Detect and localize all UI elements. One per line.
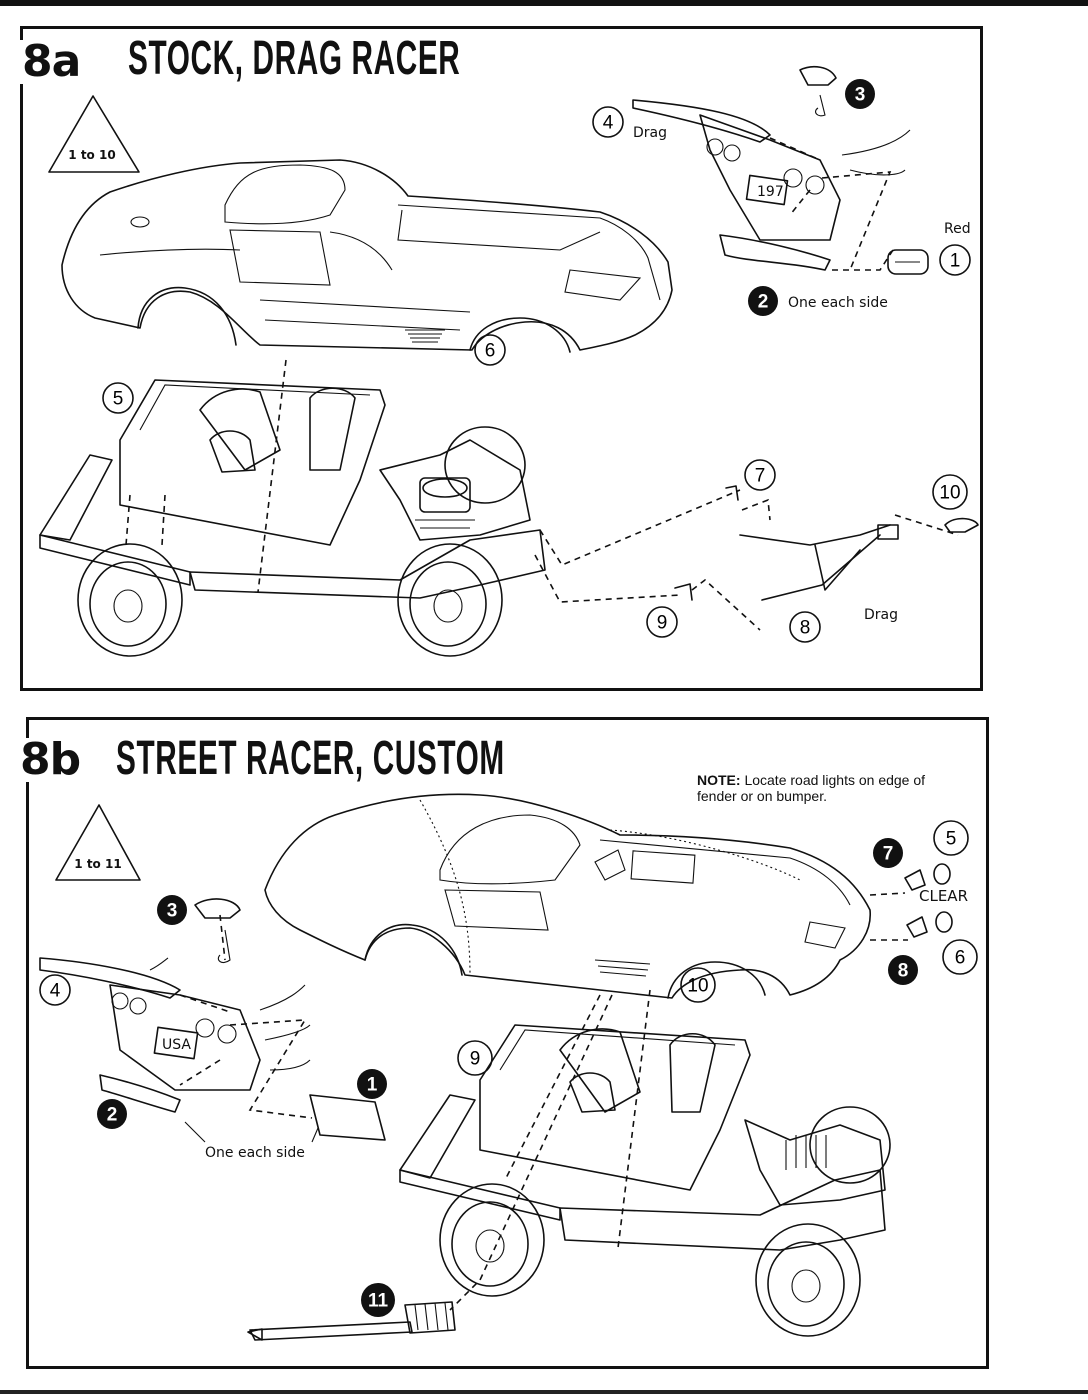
- svg-text:1: 1: [950, 251, 961, 272]
- svg-text:8: 8: [898, 961, 909, 982]
- parts-range-triangle-8a: 1 to 10: [48, 95, 140, 173]
- callout-10-8b: 10: [680, 967, 716, 1003]
- guide-line-body-8a: [257, 359, 287, 593]
- license-plate-8b: USA: [162, 1037, 191, 1053]
- callout-4-8a: 4: [592, 106, 624, 138]
- svg-text:4: 4: [603, 113, 614, 134]
- step-number-8a: 8a: [20, 40, 87, 84]
- label-clear: CLEAR: [919, 887, 968, 905]
- side-exhaust-8b: [247, 1301, 456, 1341]
- panel-8b: [26, 717, 989, 1369]
- label-drag-bottom: Drag: [864, 607, 898, 623]
- callout-1-8a: 1: [939, 244, 971, 276]
- wheelie-bar-8a: [674, 485, 979, 601]
- callout-3-8a: 3: [845, 79, 875, 109]
- top-rule: [0, 0, 1088, 6]
- rear-detail-8a: 197: [632, 65, 929, 275]
- svg-text:6: 6: [955, 948, 966, 969]
- step-number-8b: 8b: [18, 738, 87, 782]
- note-label: NOTE:: [697, 772, 741, 788]
- callout-6-8b: 6: [942, 939, 978, 975]
- note-road-lights: NOTE: Locate road lights on edge of fend…: [697, 772, 925, 804]
- label-one-each-side-8a: One each side: [788, 295, 888, 311]
- svg-text:10: 10: [687, 976, 708, 997]
- callout-8-8b: 8: [888, 955, 918, 985]
- label-red: Red: [944, 221, 971, 237]
- callout-3-8b: 3: [157, 895, 187, 925]
- callout-7-8a: 7: [744, 459, 776, 491]
- callout-1-8b: 1: [357, 1069, 387, 1099]
- svg-text:3: 3: [167, 901, 178, 922]
- svg-text:8: 8: [800, 618, 811, 639]
- callout-2-8a: 2: [748, 286, 778, 316]
- svg-text:2: 2: [107, 1105, 118, 1126]
- parts-range-8b: 1 to 11: [74, 857, 121, 871]
- svg-text:10: 10: [939, 483, 960, 504]
- wheels-8a: [77, 426, 526, 657]
- callout-9-8a: 9: [646, 606, 678, 638]
- parts-range-8a: 1 to 10: [68, 148, 115, 162]
- callout-10-8a: 10: [932, 474, 968, 510]
- car-body-8a: [61, 159, 673, 353]
- svg-text:5: 5: [113, 389, 124, 410]
- step-title-8b: STREET RACER, CUSTOM: [116, 732, 505, 785]
- svg-text:9: 9: [657, 613, 668, 634]
- callout-8-8a: 8: [789, 611, 821, 643]
- road-lights-8b: [904, 863, 953, 938]
- callout-11-8b: 11: [361, 1283, 395, 1317]
- label-drag-top: Drag: [633, 125, 667, 141]
- callout-4-8b: 4: [39, 974, 71, 1006]
- svg-text:9: 9: [470, 1049, 481, 1070]
- svg-text:2: 2: [758, 292, 769, 313]
- note-text-2: fender or on bumper.: [697, 788, 827, 804]
- svg-text:1: 1: [367, 1075, 378, 1096]
- label-one-each-side-8b: One each side: [205, 1145, 305, 1161]
- parts-range-triangle-8b: 1 to 11: [55, 804, 141, 881]
- callout-2-8b: 2: [97, 1099, 127, 1129]
- callout-5-8a: 5: [102, 382, 134, 414]
- callout-6-8a: 6: [474, 334, 506, 366]
- rear-detail-8b: USA: [39, 898, 386, 1141]
- svg-text:4: 4: [50, 981, 61, 1002]
- car-body-8b: [264, 793, 871, 999]
- note-text: Locate road lights on edge of: [744, 772, 926, 788]
- svg-text:6: 6: [485, 341, 496, 362]
- svg-text:3: 3: [855, 85, 866, 106]
- svg-text:11: 11: [368, 1291, 389, 1312]
- chassis-8b: [399, 1024, 891, 1337]
- license-plate-8a: 197: [757, 184, 784, 200]
- svg-text:5: 5: [946, 829, 957, 850]
- svg-text:7: 7: [755, 466, 766, 487]
- bottom-rule: [0, 1390, 1088, 1394]
- chassis-8a: [39, 379, 546, 599]
- step-title-8a: STOCK, DRAG RACER: [128, 32, 461, 85]
- svg-text:7: 7: [883, 844, 894, 865]
- callout-5-8b: 5: [933, 820, 969, 856]
- callout-7-8b: 7: [873, 838, 903, 868]
- callout-9-8b: 9: [457, 1040, 493, 1076]
